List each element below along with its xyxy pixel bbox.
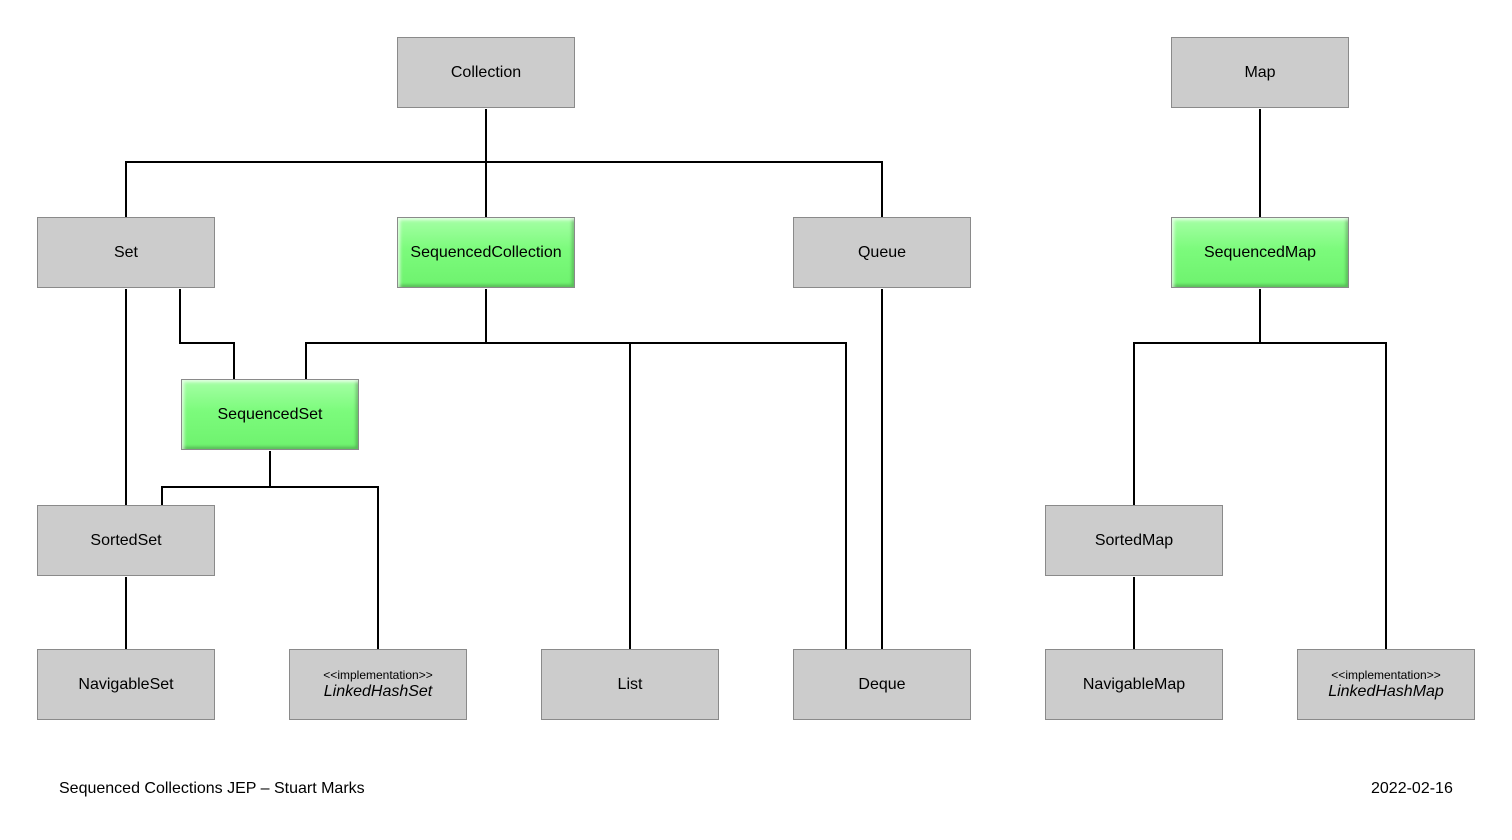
stereotype-label: <<implementation>> — [1331, 668, 1441, 682]
stereotype-label: <<implementation>> — [323, 668, 433, 682]
node-sorted-map: SortedMap — [1045, 505, 1223, 576]
node-list: List — [541, 649, 719, 720]
node-sorted-set: SortedSet — [37, 505, 215, 576]
node-map: Map — [1171, 37, 1349, 108]
node-navigable-map: NavigableMap — [1045, 649, 1223, 720]
node-linked-hash-set: <<implementation>> LinkedHashSet — [289, 649, 467, 720]
node-sequenced-collection: SequencedCollection — [397, 217, 575, 288]
node-deque: Deque — [793, 649, 971, 720]
connector-sequencedcollection-children — [305, 342, 847, 649]
node-set: Set — [37, 217, 215, 288]
connector-sequencedset-children — [161, 486, 379, 649]
connector-collection-children — [125, 161, 883, 217]
node-collection: Collection — [397, 37, 575, 108]
footer-credit: Sequenced Collections JEP – Stuart Marks — [59, 780, 365, 797]
implementation-name: LinkedHashMap — [1328, 683, 1444, 700]
implementation-name: LinkedHashSet — [323, 683, 433, 700]
node-navigable-set: NavigableSet — [37, 649, 215, 720]
node-sequenced-map: SequencedMap — [1171, 217, 1349, 288]
node-sequenced-set: SequencedSet — [181, 379, 359, 450]
node-queue: Queue — [793, 217, 971, 288]
connector-sequencedmap-children — [1133, 342, 1387, 649]
connector-set-sequencedset — [179, 289, 235, 379]
footer-date: 2022-02-16 — [1371, 780, 1453, 797]
node-linked-hash-map: <<implementation>> LinkedHashMap — [1297, 649, 1475, 720]
